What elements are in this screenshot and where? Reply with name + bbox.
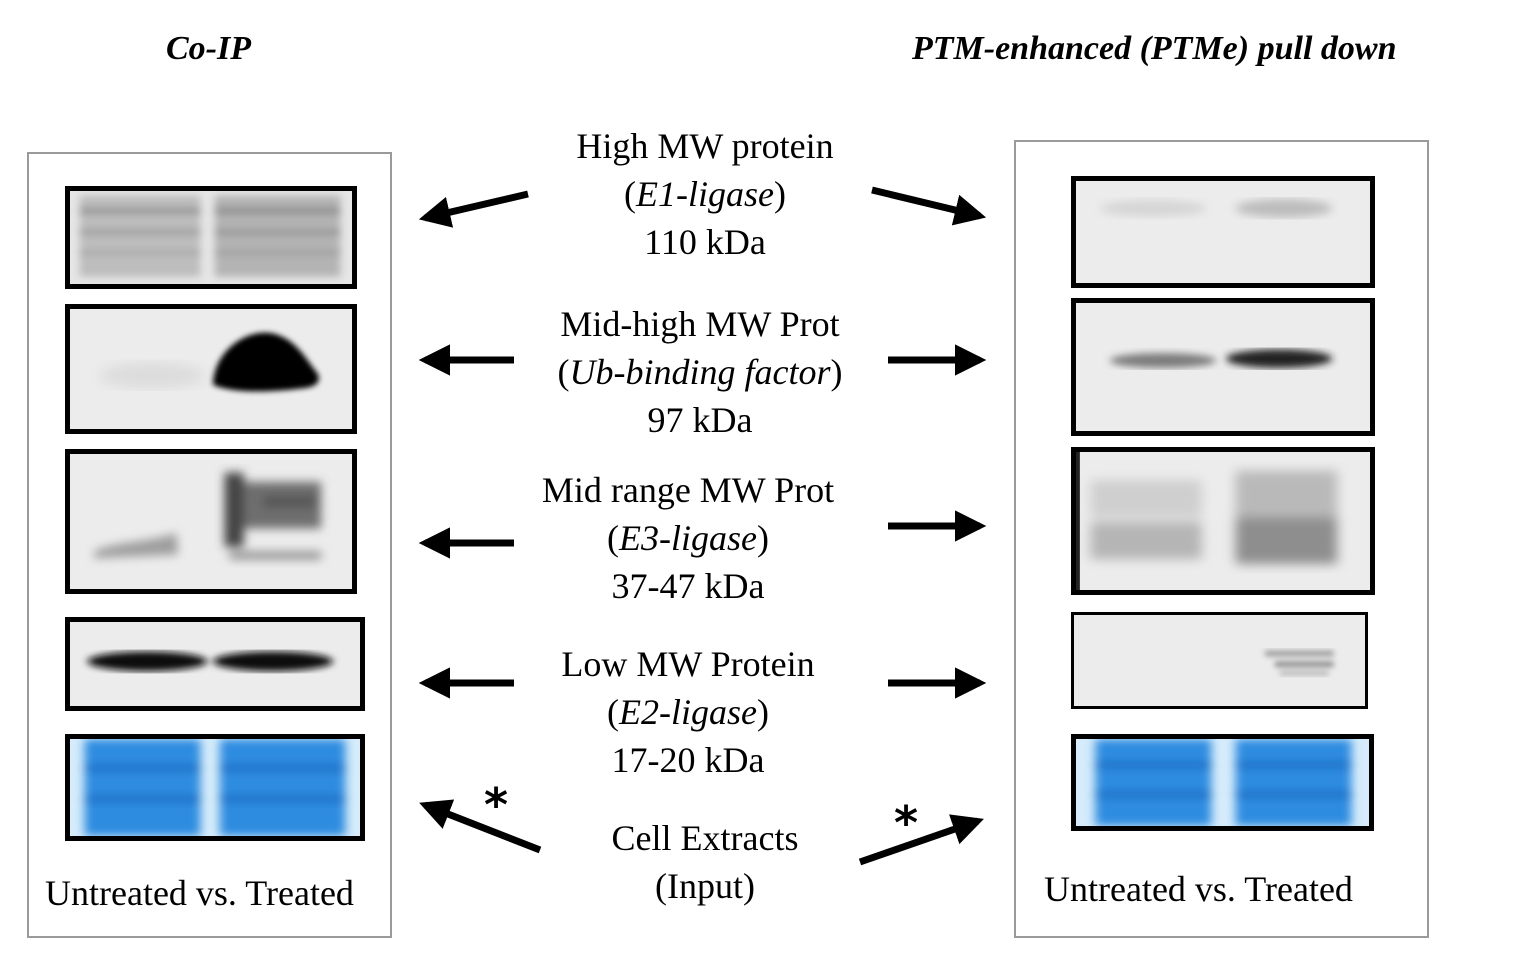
- ptme-blot-e2: [1071, 612, 1368, 709]
- asterisk-right: *: [894, 796, 919, 850]
- co-ip-input-stain: [65, 734, 365, 841]
- arrow-e1-right: [871, 186, 987, 226]
- label-e3-size: 37-47 kDa: [611, 566, 765, 606]
- label-e3: Mid range MW Prot (E3-ligase) 37-47 kDa: [488, 466, 888, 610]
- arrow-input-right: [858, 814, 984, 866]
- label-input-line1: Cell Extracts: [611, 818, 799, 858]
- label-e3-name: Mid range MW Prot: [541, 470, 835, 510]
- co-ip-blot-e1: [65, 186, 357, 289]
- label-ub-size: 97 kDa: [647, 400, 753, 440]
- label-input-line2: (Input): [655, 866, 755, 906]
- asterisk-left: *: [484, 778, 509, 832]
- label-ub-enzyme: Ub-binding factor: [569, 352, 831, 392]
- ptme-blot-ub-binding: [1071, 298, 1375, 436]
- ptme-caption: Untreated vs. Treated: [1044, 869, 1353, 909]
- ptme-blot-e1: [1071, 176, 1375, 288]
- ptme-input-stain: [1071, 734, 1374, 831]
- label-e2-name: Low MW Protein: [561, 644, 815, 684]
- co-ip-caption: Untreated vs. Treated: [45, 873, 354, 913]
- label-e2-size: 17-20 kDa: [611, 740, 765, 780]
- co-ip-panel: Untreated vs. Treated: [27, 152, 392, 938]
- co-ip-blot-e2: [65, 617, 365, 711]
- arrow-input-left: [419, 799, 542, 854]
- label-ub-name: Mid-high MW Prot: [560, 304, 840, 344]
- left-panel-title: Co-IP: [166, 30, 251, 67]
- label-ub: Mid-high MW Prot (Ub-binding factor) 97 …: [490, 300, 910, 444]
- co-ip-blot-e3: [65, 449, 357, 594]
- label-e2: Low MW Protein (E2-ligase) 17-20 kDa: [488, 640, 888, 784]
- ptme-blot-e3: [1071, 447, 1375, 595]
- co-ip-blot-ub-binding: [65, 304, 357, 434]
- label-e1: High MW protein (E1-ligase) 110 kDa: [505, 122, 905, 266]
- label-e1-enzyme: E1-ligase: [636, 174, 774, 214]
- label-e1-name: High MW protein: [576, 126, 834, 166]
- label-e1-size: 110 kDa: [644, 222, 766, 262]
- label-e3-enzyme: E3-ligase: [619, 518, 757, 558]
- ptme-panel: Untreated vs. Treated: [1014, 140, 1429, 938]
- right-panel-title: PTM-enhanced (PTMe) pull down: [912, 30, 1397, 67]
- arrow-e1-left: [418, 190, 529, 228]
- label-e2-enzyme: E2-ligase: [619, 692, 757, 732]
- label-input: Cell Extracts (Input): [505, 814, 905, 910]
